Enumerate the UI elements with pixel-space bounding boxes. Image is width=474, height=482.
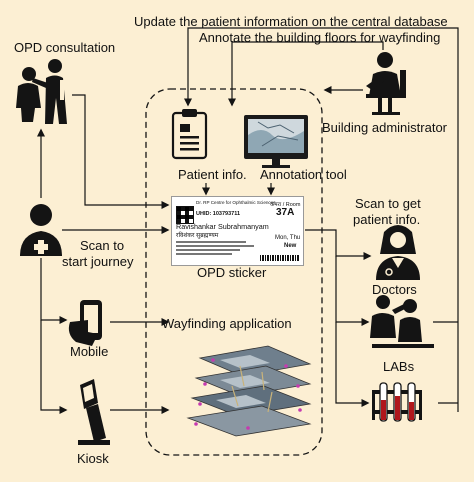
- label-patient-info-2: patient info.: [353, 212, 421, 227]
- sticker-room-number: 37A: [276, 207, 295, 218]
- kiosk-icon: [78, 379, 110, 445]
- sticker-day: Mon, Thu: [275, 235, 301, 241]
- sticker-hindi-name: रविशंकर सुब्रह्मण्यम: [176, 233, 219, 239]
- label-start-journey: start journey: [62, 254, 134, 269]
- connector-sticker-labs: [335, 256, 370, 326]
- clipboard-icon: [171, 109, 208, 160]
- lab-technician-icon: [370, 295, 434, 348]
- connector-patient-kiosk: [40, 320, 68, 414]
- sticker-room-header: कमरा / Room: [270, 202, 301, 208]
- doctor-examining-patient-icon: [16, 59, 67, 124]
- sticker-new: New: [284, 243, 297, 249]
- sticker-barcode: [260, 255, 300, 261]
- sticker-detail-lines: [176, 241, 256, 257]
- label-labs: LABs: [383, 359, 415, 374]
- label-update-database: Update the patient information on the ce…: [134, 14, 448, 29]
- label-wayfinding-application: Wayfinding application: [162, 316, 292, 331]
- connector-consultation-sticker: [72, 94, 170, 209]
- label-patient-info: Patient info.: [178, 167, 247, 182]
- female-doctor-icon: [376, 225, 420, 280]
- connector-update-database: [184, 27, 459, 412]
- label-building-administrator: Building administrator: [322, 120, 448, 135]
- central-dashed-region: [145, 88, 323, 456]
- sticker-org: Dr. RP Centre for Ophthalmic Sciences: [196, 200, 276, 205]
- label-doctors: Doctors: [372, 282, 417, 297]
- sticker-uhid: UHID: 103793711: [196, 211, 241, 217]
- monitor-map-icon: [244, 115, 308, 168]
- test-tubes-icon: [372, 382, 422, 422]
- sticker-patient-name: Ravishankar Subrahmanyam: [176, 222, 269, 231]
- connector-sticker-tubes: [335, 322, 370, 407]
- mobile-phone-icon: [68, 300, 102, 346]
- admin-at-computer-icon: [366, 52, 406, 115]
- label-scan-to-get: Scan to get: [355, 196, 421, 211]
- label-opd-consultation: OPD consultation: [14, 40, 116, 55]
- connector-lines: [37, 27, 459, 414]
- label-scan-to: Scan to: [80, 238, 125, 253]
- label-annotate-floors: Annotate the building floors for wayfind…: [199, 30, 441, 45]
- label-annotation-tool: Annotation tool: [260, 167, 347, 182]
- connector-sticker-doctors: [305, 229, 372, 260]
- label-kiosk: Kiosk: [77, 451, 109, 466]
- opd-sticker: Dr. RP Centre for Ophthalmic Sciences UH…: [171, 196, 304, 266]
- patient-user-icon: [20, 204, 62, 256]
- qr-code-icon: [176, 206, 194, 224]
- label-mobile: Mobile: [70, 344, 109, 359]
- building-floors-map-icon: [186, 345, 312, 437]
- label-opd-sticker: OPD sticker: [197, 265, 267, 280]
- connector-annotate-floors: [228, 41, 384, 107]
